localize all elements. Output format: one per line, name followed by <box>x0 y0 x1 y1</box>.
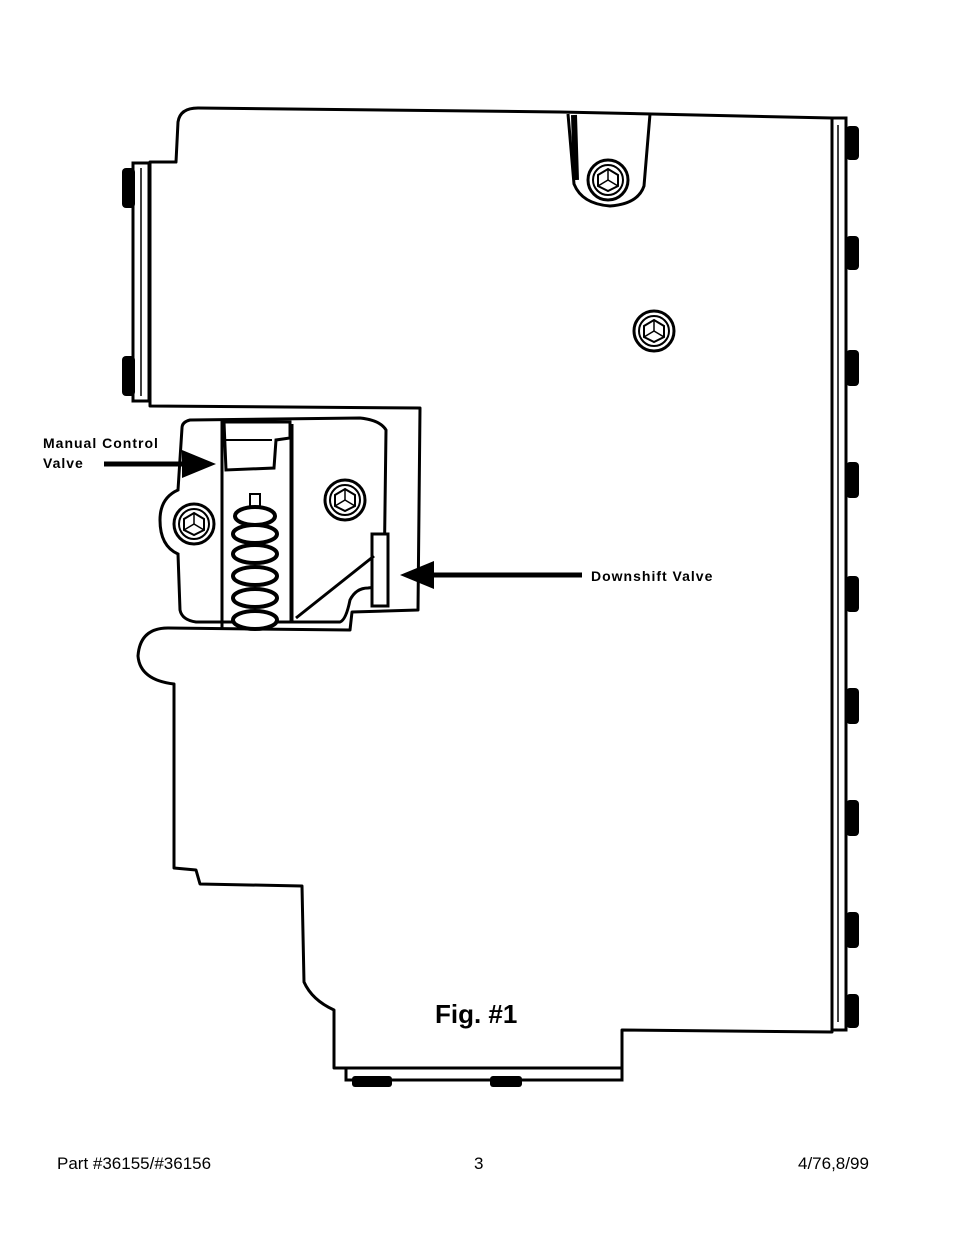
manual-control-valve-label-line1: Manual Control <box>43 435 159 451</box>
manual-control-valve-label-line2: Valve <box>43 455 84 471</box>
right-side-plate <box>828 116 859 1032</box>
hex-bolt-middle <box>632 309 676 353</box>
hex-bolt-valve-left <box>172 502 216 546</box>
hex-bolt-top <box>586 158 630 202</box>
manual-valve-housing <box>158 416 390 631</box>
left-top-plate <box>122 161 151 403</box>
footer-page-number: 3 <box>474 1154 484 1173</box>
top-notch <box>566 113 652 208</box>
figure-label: Fig. #1 <box>435 999 517 1029</box>
manual-control-valve-arrow <box>104 450 216 478</box>
downshift-valve-arrow <box>400 561 582 589</box>
downshift-valve-label: Downshift Valve <box>591 568 713 584</box>
hex-bolt-valve-right <box>323 478 367 522</box>
footer-date: 4/76,8/99 <box>798 1154 869 1173</box>
footer-part-number: Part #36155/#36156 <box>57 1154 212 1173</box>
